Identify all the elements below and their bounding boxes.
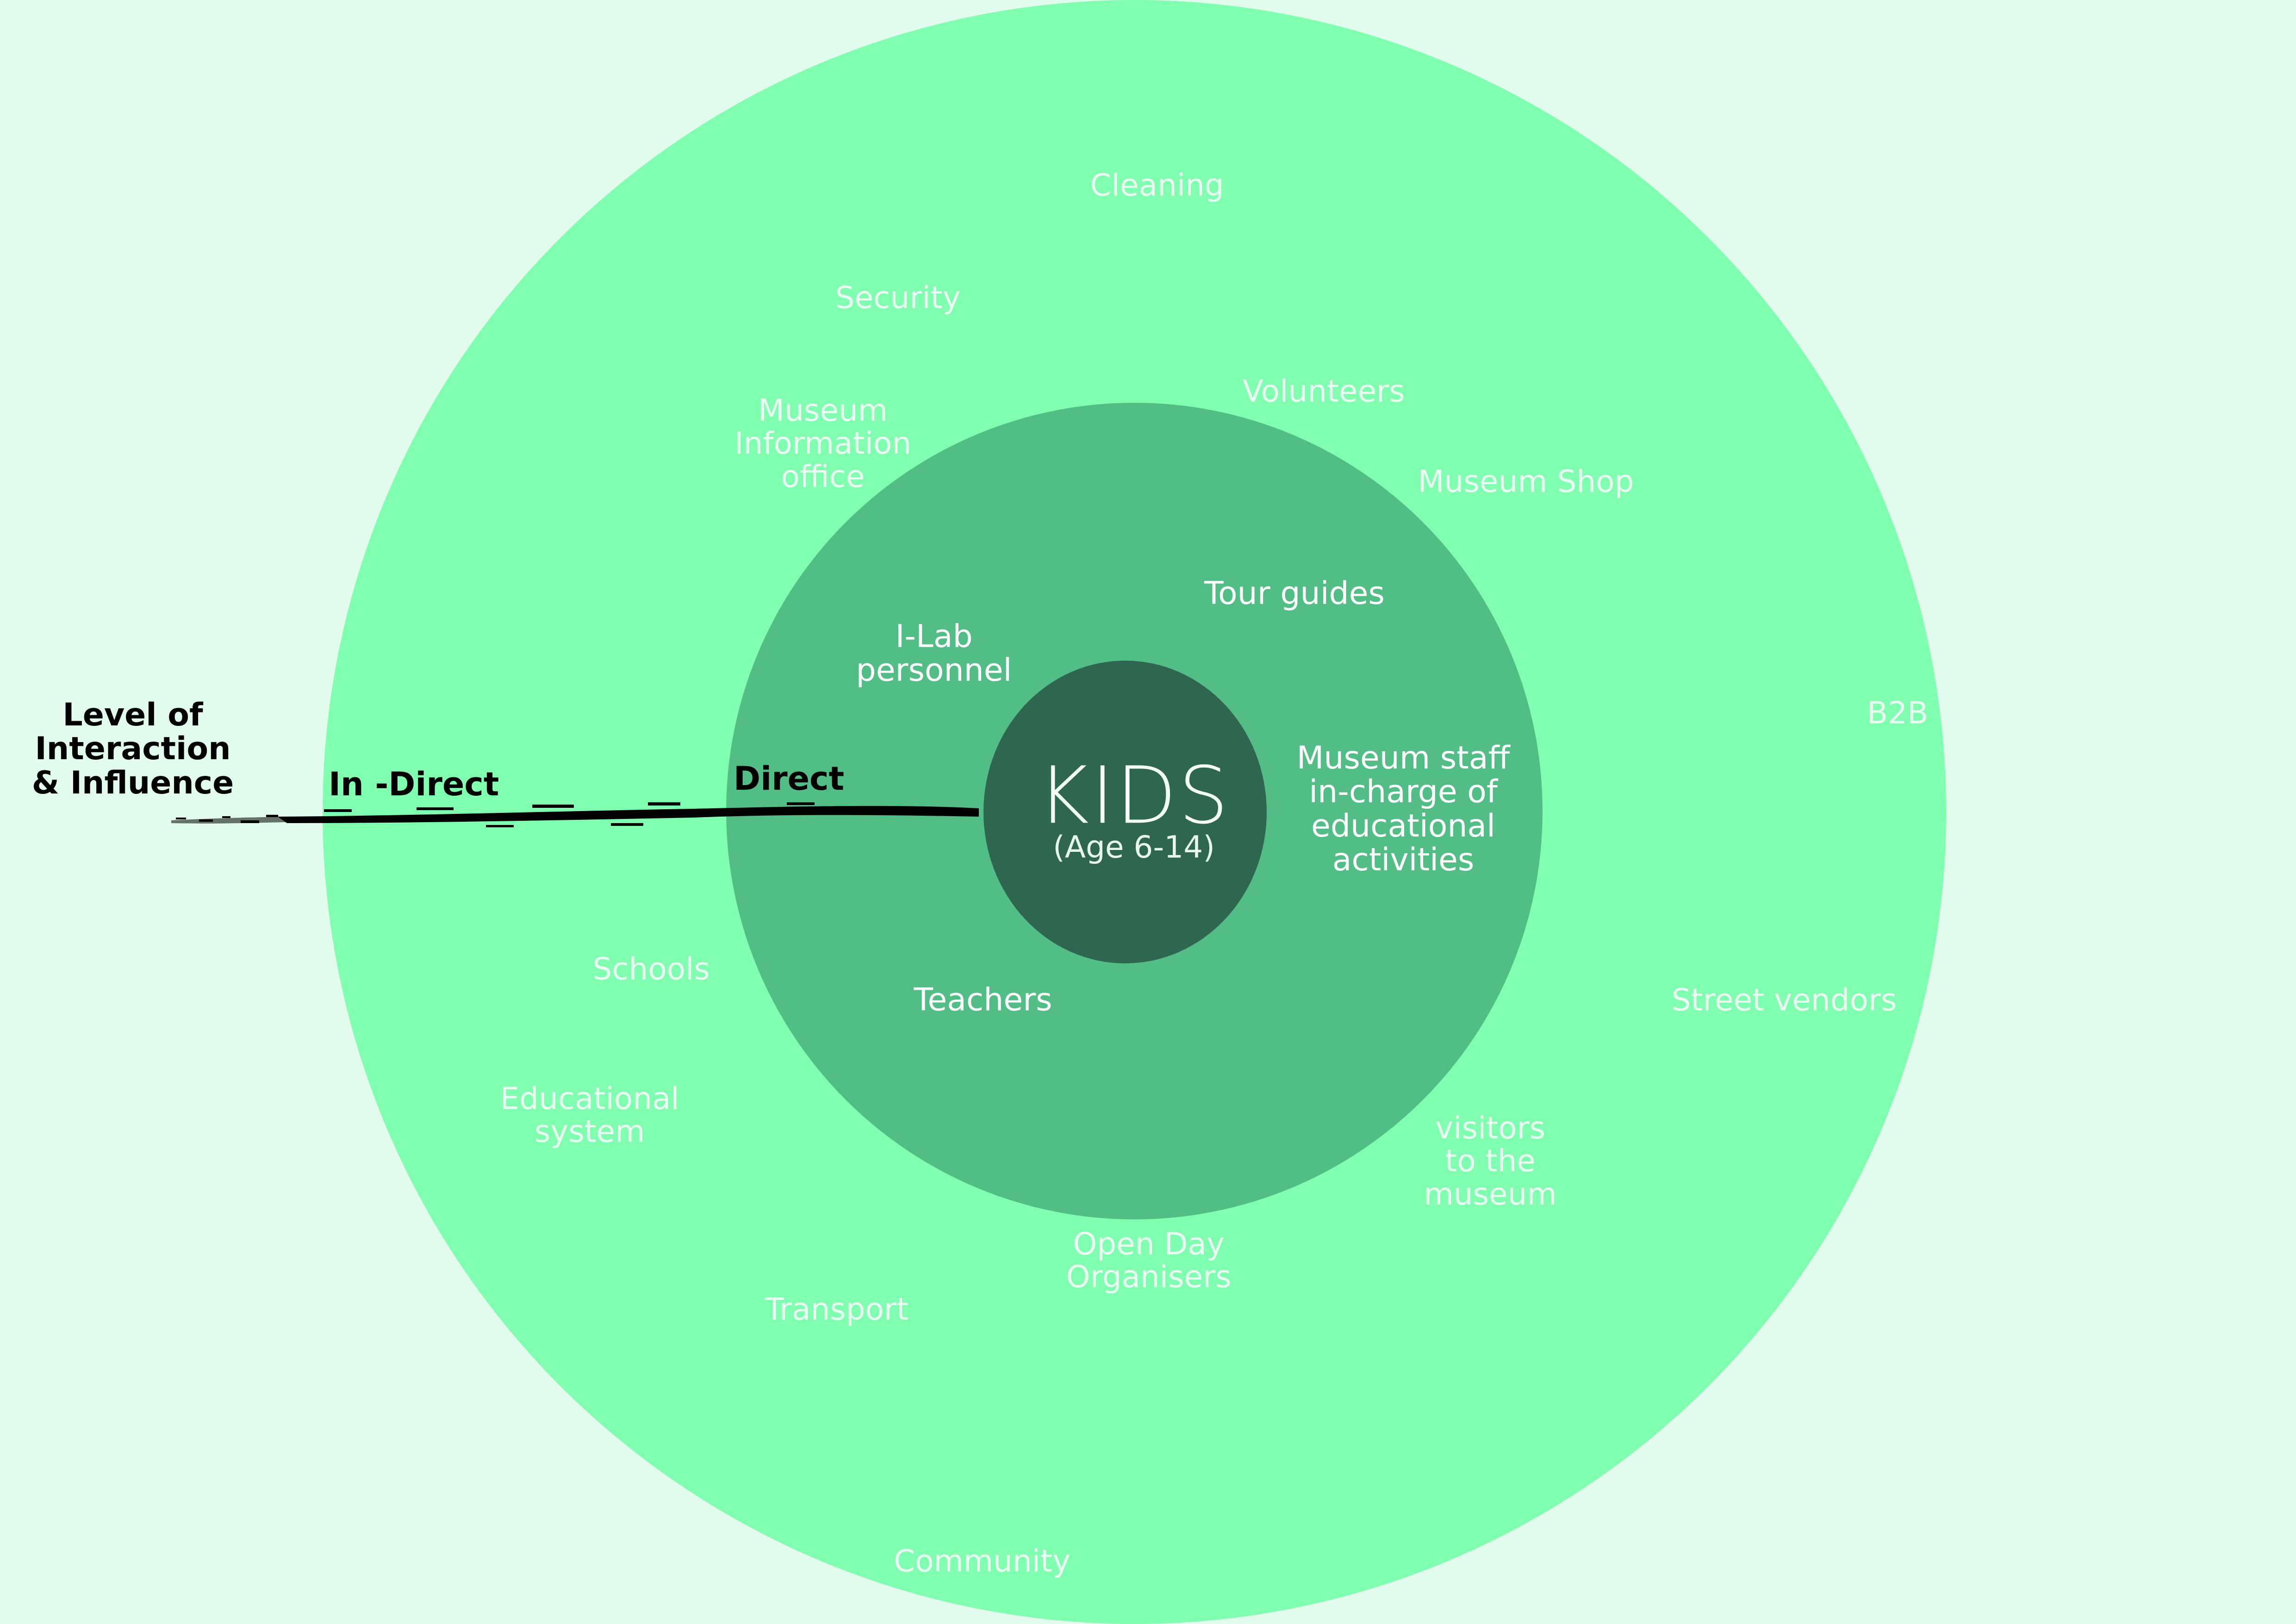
label-museum-staff: Museum staff in-charge of educational ac… — [1296, 740, 1510, 879]
label-street-vendors: Street vendors — [1671, 982, 1897, 1018]
axis-stroke-splatter — [176, 802, 815, 827]
label-community: Community — [894, 1543, 1070, 1579]
label-schools: Schools — [592, 951, 710, 987]
axis-label-direct: Direct — [734, 760, 845, 798]
center-circle-kids — [983, 661, 1267, 963]
axis-title: Level of Interaction & Influence — [31, 697, 234, 801]
center-title: KIDS — [1037, 750, 1231, 842]
label-transport: Transport — [765, 1291, 908, 1327]
label-cleaning: Cleaning — [1090, 167, 1224, 203]
label-security: Security — [835, 280, 961, 316]
label-teachers: Teachers — [914, 981, 1052, 1018]
label-educational-system: Educational system — [500, 1081, 679, 1149]
label-museum-shop: Museum Shop — [1418, 463, 1634, 500]
label-volunteers: Volunteers — [1242, 373, 1405, 409]
label-open-day-organisers: Open Day Organisers — [1066, 1226, 1232, 1295]
label-museum-information-office: Museum Information office — [734, 393, 912, 494]
axis-stroke-main — [278, 806, 979, 823]
axis-label-indirect: In -Direct — [329, 765, 499, 803]
center-subtitle: (Age 6-14) — [1053, 829, 1215, 865]
label-tour-guides: Tour guides — [1204, 575, 1385, 612]
label-b2b: B2B — [1867, 695, 1929, 731]
label-ilab-personnel: I-Lab personnel — [856, 618, 1012, 689]
label-visitors-to-the-museum: visitors to the museum — [1424, 1110, 1557, 1212]
